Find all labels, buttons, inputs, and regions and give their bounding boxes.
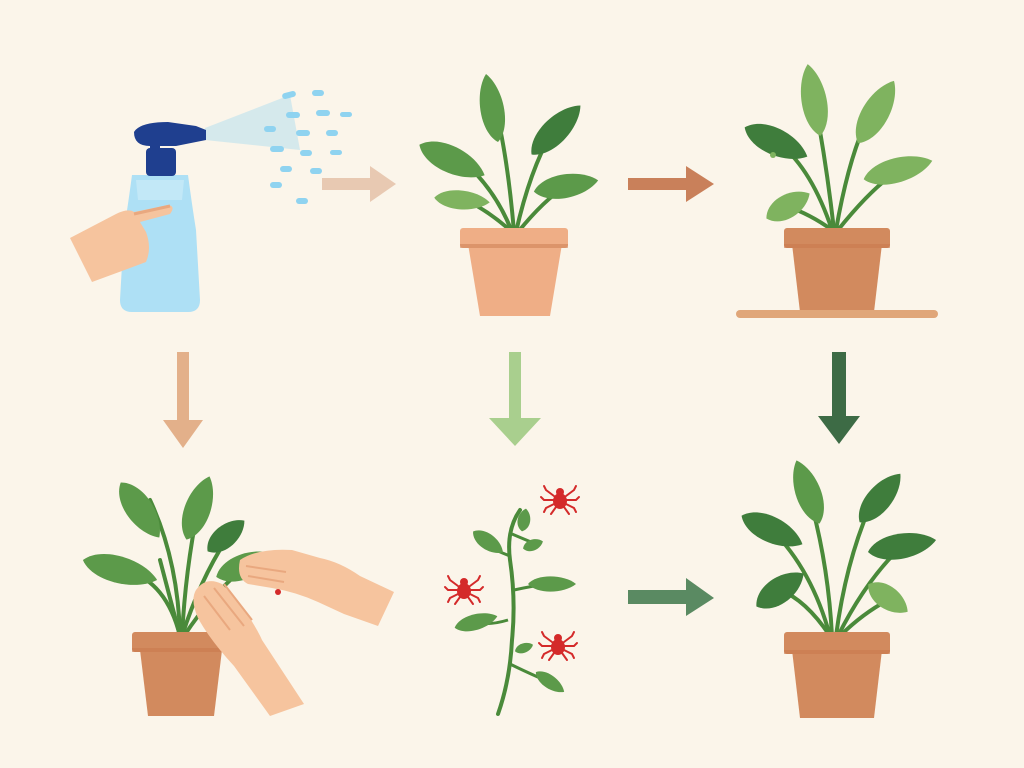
- panel-spray: [70, 90, 352, 312]
- plant-leaves: [739, 61, 936, 229]
- spray-bottle-icon: [120, 122, 206, 312]
- hand-icon: [70, 204, 173, 282]
- potted-plant-icon: [413, 71, 601, 316]
- potted-plant-icon: [736, 456, 939, 718]
- arrow-spray-to-wipe: [163, 352, 203, 448]
- spider-mite-icon: [444, 575, 484, 605]
- plant-leaves: [736, 456, 939, 622]
- panel-wipe-leaves: [79, 472, 394, 716]
- panel-spider-mites: [444, 485, 580, 716]
- pot: [132, 632, 230, 716]
- potted-plant-icon: [79, 472, 281, 716]
- arrow-plant-to-shelf: [628, 166, 714, 202]
- spider-mite-icon: [538, 631, 578, 661]
- pot: [784, 632, 890, 718]
- shelf-icon: [736, 310, 938, 318]
- spider-mite-icon: [540, 485, 580, 515]
- arrow-plant-to-mites: [489, 352, 541, 446]
- plant-leaves: [413, 71, 601, 212]
- pot: [460, 228, 568, 316]
- panel-healthy-plant: [736, 456, 939, 718]
- potted-plant-icon: [739, 61, 936, 312]
- pot: [784, 228, 890, 312]
- panel-potted-plant: [413, 71, 601, 316]
- hands-icon: [193, 549, 394, 716]
- stem-icon: [452, 507, 576, 716]
- arrow-mites-to-healthy: [628, 578, 714, 616]
- panel-plant-on-shelf: [736, 61, 938, 318]
- arrow-spray-to-plant: [322, 166, 396, 202]
- arrow-shelf-to-healthy: [818, 352, 860, 444]
- water-mist-icon: [205, 90, 352, 204]
- plant-stems: [770, 490, 904, 638]
